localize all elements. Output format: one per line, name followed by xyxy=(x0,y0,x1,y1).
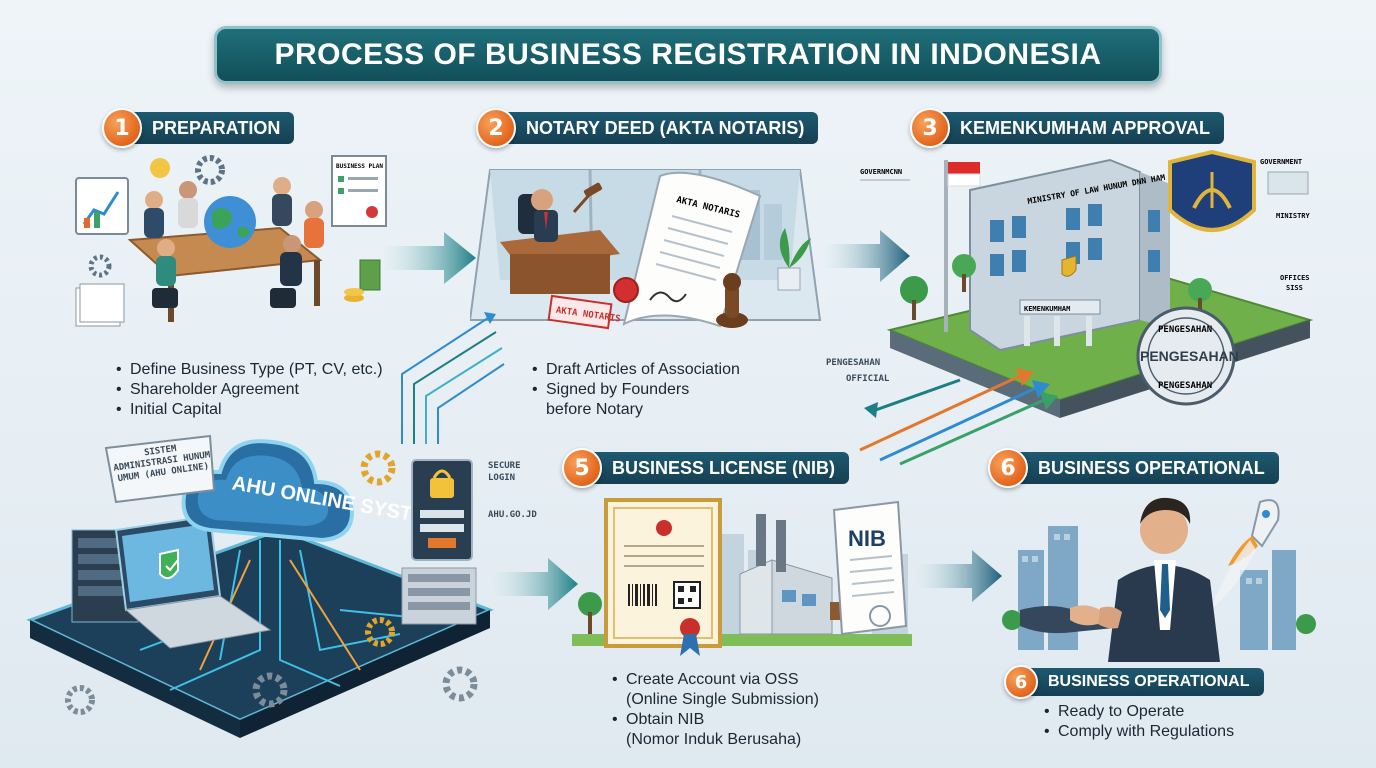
step-6-header: 6 BUSINESS OPERATIONAL xyxy=(988,448,1279,488)
step-5-bullet: Create Account via OSS xyxy=(612,670,912,690)
step-2-bullet: before Notary xyxy=(546,401,643,418)
approval-connector-arrows xyxy=(859,368,1058,466)
operational-illustration xyxy=(1002,497,1316,662)
arrow-ahu-to-5 xyxy=(494,558,578,610)
step-6-footer-number: 6 xyxy=(1004,665,1038,699)
right-note-d: SISS xyxy=(1286,284,1303,292)
step-5-bullets: Create Account via OSS (Online Single Su… xyxy=(612,670,912,750)
left-note-top: GOVERNMCNN xyxy=(860,168,902,176)
step-5-header: 5 BUSINESS LICENSE (NIB) xyxy=(562,448,850,488)
right-note-b: MINISTRY xyxy=(1276,212,1311,220)
step-2-header: 2 NOTARY DEED (AKTA NOTARIS) xyxy=(476,108,819,148)
step-1-bullets: Define Business Type (PT, CV, etc.) Shar… xyxy=(116,360,416,420)
step-5-bullet: (Nomor Induk Berusaha) xyxy=(626,731,802,748)
step-2-bullet: Draft Articles of Association xyxy=(532,360,812,380)
left-note-a: PENGESAHAN xyxy=(826,358,881,368)
notary-illustration: AKTA NOTARIS AKTA NOTARIS xyxy=(470,169,822,330)
step-3-number: 3 xyxy=(910,108,950,148)
step-5-number: 5 xyxy=(562,448,602,488)
step-1-header: 1 PREPARATION xyxy=(102,108,295,148)
step-2-bullets: Draft Articles of Association Signed by … xyxy=(532,360,812,420)
title-banner: PROCESS OF BUSINESS REGISTRATION IN INDO… xyxy=(214,26,1162,84)
step-5-bullet: Obtain NIB xyxy=(612,710,912,730)
step-1-bullet: Shareholder Agreement xyxy=(116,380,416,400)
arrow-1-to-2 xyxy=(384,232,476,284)
step-5-bullet: (Online Single Submission) xyxy=(626,691,819,708)
step-6-bullet: Ready to Operate xyxy=(1044,702,1324,722)
step-3-label: KEMENKUMHAM APPROVAL xyxy=(940,112,1224,144)
step-6-footer-label: BUSINESS OPERATIONAL xyxy=(1028,668,1264,696)
step-3-header: 3 KEMENKUMHAM APPROVAL xyxy=(910,108,1224,148)
step-1-label: PREPARATION xyxy=(132,112,295,144)
step-6-bullet: Comply with Regulations xyxy=(1044,722,1324,742)
step-6-bullets: Ready to Operate Comply with Regulations xyxy=(1044,702,1324,742)
plan-board-text: BUSINESS PLAN xyxy=(336,163,383,170)
ahu-url-label: AHU.GO.JD xyxy=(488,510,537,520)
ahu-online-illustration: AHU ONLINE SYSTEM xyxy=(26,434,494,738)
entrance-sign: KEMENKUMHAM xyxy=(1024,305,1070,313)
left-note-b: OFFICIAL xyxy=(846,374,890,384)
seal-main-text: PENGESAHAN xyxy=(1140,348,1239,364)
license-illustration: NIB xyxy=(572,498,912,656)
step-1-number: 1 xyxy=(102,108,142,148)
nib-doc-title: NIB xyxy=(848,526,886,551)
step-1-bullet: Define Business Type (PT, CV, etc.) xyxy=(116,360,416,380)
page-title: PROCESS OF BUSINESS REGISTRATION IN INDO… xyxy=(274,38,1102,71)
step-6-label: BUSINESS OPERATIONAL xyxy=(1018,452,1279,484)
step-2-label: NOTARY DEED (AKTA NOTARIS) xyxy=(506,112,819,144)
step-2-number: 2 xyxy=(476,108,516,148)
seal-bottom-text: PENGESAHAN xyxy=(1158,381,1212,391)
step-6-footer-header: 6 BUSINESS OPERATIONAL xyxy=(1004,662,1264,702)
step-5-label: BUSINESS LICENSE (NIB) xyxy=(592,452,850,484)
seal-top-text: PENGESAHAN xyxy=(1158,325,1212,335)
right-note-a: GOVERNMENT xyxy=(1260,158,1302,166)
right-note-c: OFFICES xyxy=(1280,274,1310,282)
ahu-upload-arrows xyxy=(401,312,505,444)
preparation-illustration: BUSINESS PLAN xyxy=(75,155,387,327)
step-1-bullet: Initial Capital xyxy=(116,400,416,420)
secure-login-label: SECURE LOGIN xyxy=(488,461,521,483)
arrow-5-to-6 xyxy=(918,550,1002,602)
step-2-bullet: Signed by Founders xyxy=(532,380,812,400)
step-6-number: 6 xyxy=(988,448,1028,488)
arrow-2-to-3 xyxy=(826,230,910,282)
